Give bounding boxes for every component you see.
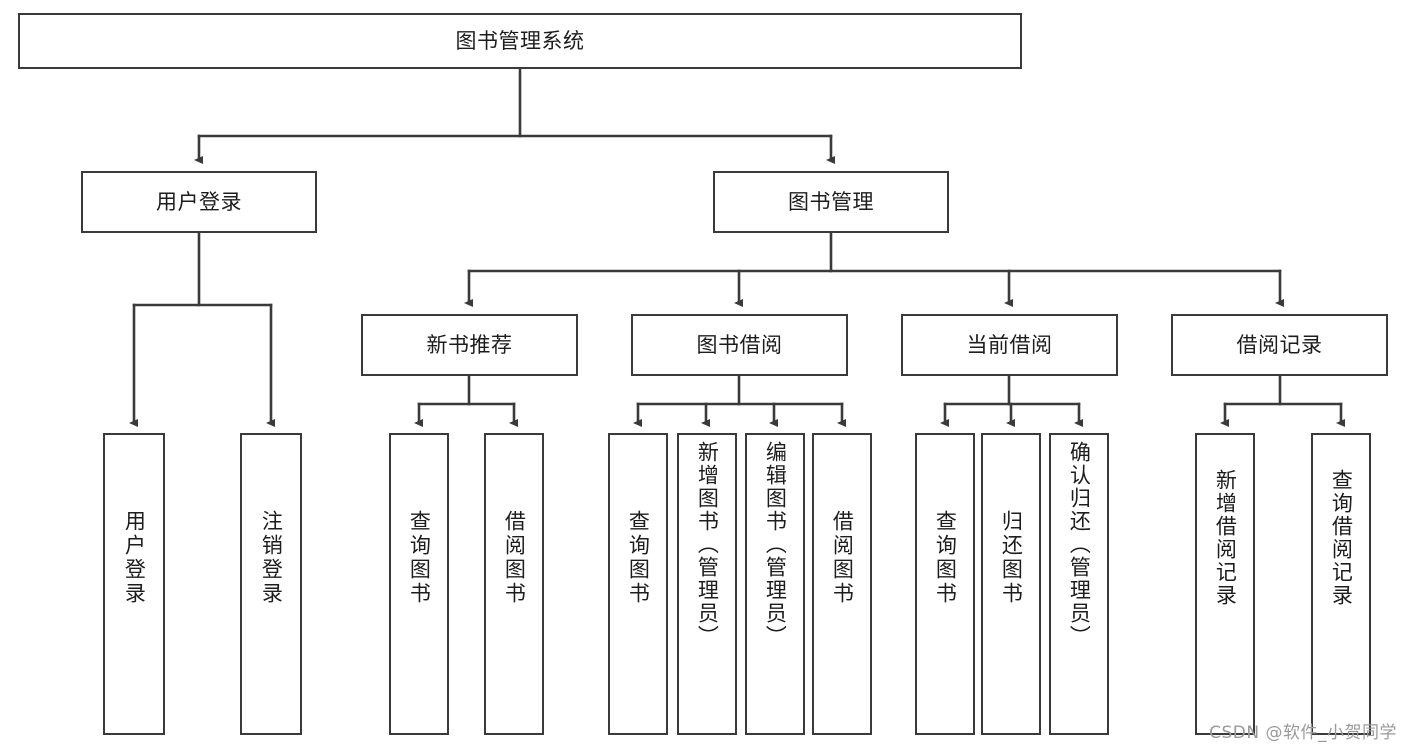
node-leaf-edit-book[interactable]: 编辑图书（管理员） <box>745 433 805 735</box>
node-book-borrow-label: 图书借阅 <box>696 332 783 357</box>
node-leaf-query-book-1[interactable]: 查询图书 <box>389 433 449 735</box>
node-leaf-confirm-return-label: 确认归还（管理员） <box>1067 441 1092 648</box>
node-leaf-user-logout-label: 注销登录 <box>259 510 284 606</box>
node-leaf-query-record[interactable]: 查询借阅记录 <box>1311 433 1371 735</box>
node-leaf-user-login[interactable]: 用户登录 <box>103 433 165 735</box>
node-leaf-borrow-book-2[interactable]: 借阅图书 <box>812 433 872 735</box>
node-user-login[interactable]: 用户登录 <box>81 171 317 233</box>
node-new-book-rec-label: 新书推荐 <box>426 332 513 357</box>
node-leaf-user-logout[interactable]: 注销登录 <box>240 433 302 735</box>
node-root-label: 图书管理系统 <box>455 28 585 53</box>
node-current-borrow-label: 当前借阅 <box>966 332 1053 357</box>
node-leaf-borrow-book-2-label: 借阅图书 <box>830 510 855 606</box>
node-leaf-return-book-label: 归还图书 <box>999 510 1024 606</box>
node-leaf-return-book[interactable]: 归还图书 <box>981 433 1041 735</box>
node-leaf-borrow-book-1-label: 借阅图书 <box>502 510 527 606</box>
node-leaf-query-book-1-label: 查询图书 <box>407 510 432 606</box>
node-leaf-add-book-label: 新增图书（管理员） <box>695 441 720 648</box>
node-book-manage-label: 图书管理 <box>788 189 874 214</box>
node-leaf-add-record[interactable]: 新增借阅记录 <box>1195 433 1255 735</box>
node-leaf-add-record-label: 新增借阅记录 <box>1213 469 1238 607</box>
node-leaf-query-book-3[interactable]: 查询图书 <box>915 433 975 735</box>
node-leaf-query-book-2[interactable]: 查询图书 <box>608 433 668 735</box>
node-user-login-label: 用户登录 <box>156 189 242 214</box>
node-leaf-borrow-book-1[interactable]: 借阅图书 <box>484 433 544 735</box>
node-borrow-record-label: 借阅记录 <box>1236 332 1323 357</box>
node-leaf-confirm-return[interactable]: 确认归还（管理员） <box>1049 433 1109 735</box>
node-borrow-record[interactable]: 借阅记录 <box>1171 314 1388 376</box>
node-new-book-rec[interactable]: 新书推荐 <box>361 314 578 376</box>
node-current-borrow[interactable]: 当前借阅 <box>901 314 1118 376</box>
node-leaf-user-login-label: 用户登录 <box>122 510 147 606</box>
node-leaf-edit-book-label: 编辑图书（管理员） <box>763 441 788 648</box>
node-leaf-query-record-label: 查询借阅记录 <box>1329 469 1354 607</box>
node-leaf-add-book[interactable]: 新增图书（管理员） <box>677 433 737 735</box>
node-leaf-query-book-3-label: 查询图书 <box>933 510 958 606</box>
node-leaf-query-book-2-label: 查询图书 <box>626 510 651 606</box>
node-root[interactable]: 图书管理系统 <box>18 13 1022 69</box>
node-book-manage[interactable]: 图书管理 <box>713 171 949 233</box>
csdn-watermark: CSDN @软件_小贺同学 <box>1209 723 1397 743</box>
node-book-borrow[interactable]: 图书借阅 <box>631 314 848 376</box>
